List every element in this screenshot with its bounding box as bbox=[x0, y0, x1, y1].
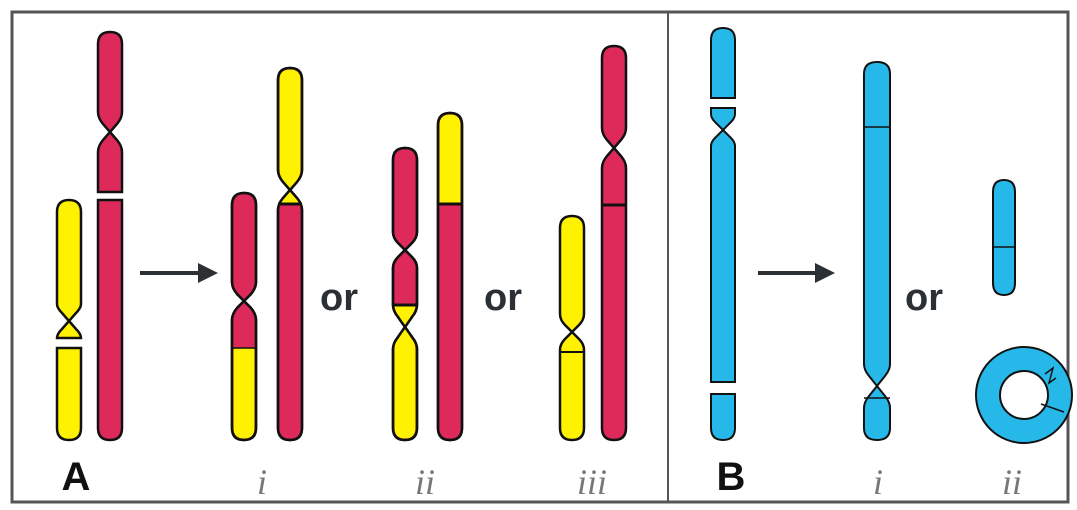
a-outcome-i-chromosomes bbox=[230, 66, 304, 442]
a-arrow-icon bbox=[140, 263, 218, 283]
panel-a-label: A bbox=[62, 455, 91, 499]
b-arrow-icon bbox=[758, 263, 835, 283]
panel-b-label: B bbox=[717, 455, 746, 499]
a-outcome-label-ii: ii bbox=[415, 462, 435, 502]
b-outcome-label-i: i bbox=[873, 462, 883, 502]
a-outcome-ii-chromosomes bbox=[391, 111, 464, 442]
a-or-label-2: or bbox=[484, 277, 522, 319]
panel-b: or B i ii bbox=[710, 26, 1074, 502]
a-or-label-1: or bbox=[320, 277, 358, 319]
figure-frame bbox=[10, 10, 1070, 504]
a-outcome-label-i: i bbox=[257, 462, 267, 502]
panel-a: or or A i ii iii bbox=[55, 30, 628, 502]
b-outcome-label-ii: ii bbox=[1002, 462, 1022, 502]
b-or-label: or bbox=[905, 277, 943, 319]
a-outcome-label-iii: iii bbox=[577, 462, 607, 502]
b-outcome-ii-fragment bbox=[992, 178, 1016, 297]
a-original-magenta-chromosome bbox=[96, 30, 124, 442]
a-outcome-iii-chromosomes bbox=[558, 44, 628, 442]
b-original-cyan-chromosome bbox=[710, 26, 736, 442]
b-outcome-i-chromosome bbox=[863, 60, 891, 442]
a-original-yellow-chromosome bbox=[55, 198, 83, 442]
b-outcome-ii-ring-chromosome bbox=[974, 346, 1074, 444]
